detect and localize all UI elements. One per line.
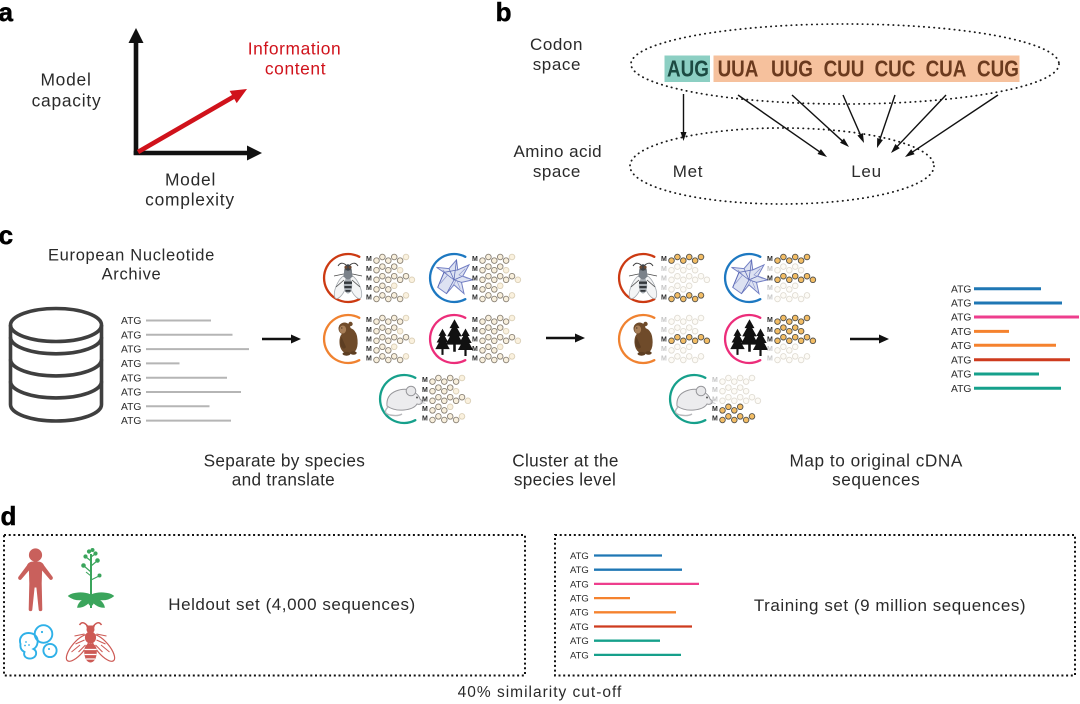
svg-text:M: M (767, 266, 773, 273)
svg-text:ATG: ATG (951, 341, 971, 352)
svg-text:ATG: ATG (570, 608, 589, 619)
svg-text:M: M (661, 295, 667, 302)
svg-text:M: M (366, 356, 372, 363)
svg-text:M: M (767, 275, 773, 282)
svg-text:M: M (366, 346, 372, 353)
svg-text:ATG: ATG (121, 416, 141, 427)
svg-text:M: M (422, 416, 428, 423)
svg-text:ATG: ATG (951, 299, 971, 310)
svg-text:ATG: ATG (951, 284, 971, 295)
svg-text:M: M (472, 336, 478, 343)
svg-text:ATG: ATG (951, 327, 971, 338)
svg-text:ATG: ATG (570, 565, 589, 576)
svg-text:ATG: ATG (121, 316, 141, 327)
svg-text:M: M (767, 346, 773, 353)
svg-text:M: M (366, 275, 372, 282)
svg-text:M: M (422, 387, 428, 394)
svg-text:M: M (422, 396, 428, 403)
svg-text:M: M (712, 416, 718, 423)
svg-text:M: M (366, 266, 372, 273)
svg-text:M: M (767, 285, 773, 292)
svg-text:M: M (366, 256, 372, 263)
svg-text:M: M (422, 406, 428, 413)
svg-text:M: M (661, 356, 667, 363)
svg-text:ATG: ATG (121, 402, 141, 413)
svg-text:ATG: ATG (570, 551, 589, 562)
svg-text:M: M (661, 285, 667, 292)
svg-text:ATG: ATG (121, 359, 141, 370)
svg-text:ATG: ATG (570, 622, 589, 633)
svg-text:M: M (472, 266, 478, 273)
svg-text:M: M (661, 317, 667, 324)
svg-text:M: M (366, 285, 372, 292)
svg-text:M: M (767, 256, 773, 263)
svg-text:ATG: ATG (121, 345, 141, 356)
svg-text:M: M (472, 356, 478, 363)
svg-text:ATG: ATG (121, 388, 141, 399)
svg-text:M: M (366, 295, 372, 302)
svg-text:M: M (712, 387, 718, 394)
svg-text:M: M (661, 346, 667, 353)
svg-text:M: M (767, 317, 773, 324)
svg-text:M: M (661, 266, 667, 273)
svg-text:M: M (472, 256, 478, 263)
svg-text:M: M (422, 377, 428, 384)
svg-text:M: M (712, 396, 718, 403)
svg-text:M: M (767, 356, 773, 363)
svg-text:M: M (472, 275, 478, 282)
svg-text:M: M (472, 295, 478, 302)
svg-text:M: M (661, 336, 667, 343)
svg-text:ATG: ATG (951, 384, 971, 395)
svg-text:ATG: ATG (121, 373, 141, 384)
svg-text:M: M (767, 295, 773, 302)
svg-text:M: M (472, 285, 478, 292)
svg-text:M: M (767, 336, 773, 343)
svg-text:ATG: ATG (951, 355, 971, 366)
svg-text:ATG: ATG (570, 594, 589, 605)
svg-text:ATG: ATG (570, 579, 589, 590)
svg-text:M: M (472, 317, 478, 324)
svg-text:ATG: ATG (570, 636, 589, 647)
svg-text:M: M (661, 327, 667, 334)
svg-text:M: M (712, 406, 718, 413)
svg-text:M: M (661, 275, 667, 282)
svg-text:M: M (472, 327, 478, 334)
svg-text:ATG: ATG (121, 330, 141, 341)
svg-text:ATG: ATG (570, 650, 589, 661)
svg-text:ATG: ATG (951, 370, 971, 381)
svg-text:M: M (472, 346, 478, 353)
svg-text:M: M (661, 256, 667, 263)
svg-text:M: M (366, 317, 372, 324)
svg-text:M: M (712, 377, 718, 384)
svg-text:M: M (366, 327, 372, 334)
svg-text:M: M (767, 327, 773, 334)
svg-text:M: M (366, 336, 372, 343)
svg-text:ATG: ATG (951, 313, 971, 324)
